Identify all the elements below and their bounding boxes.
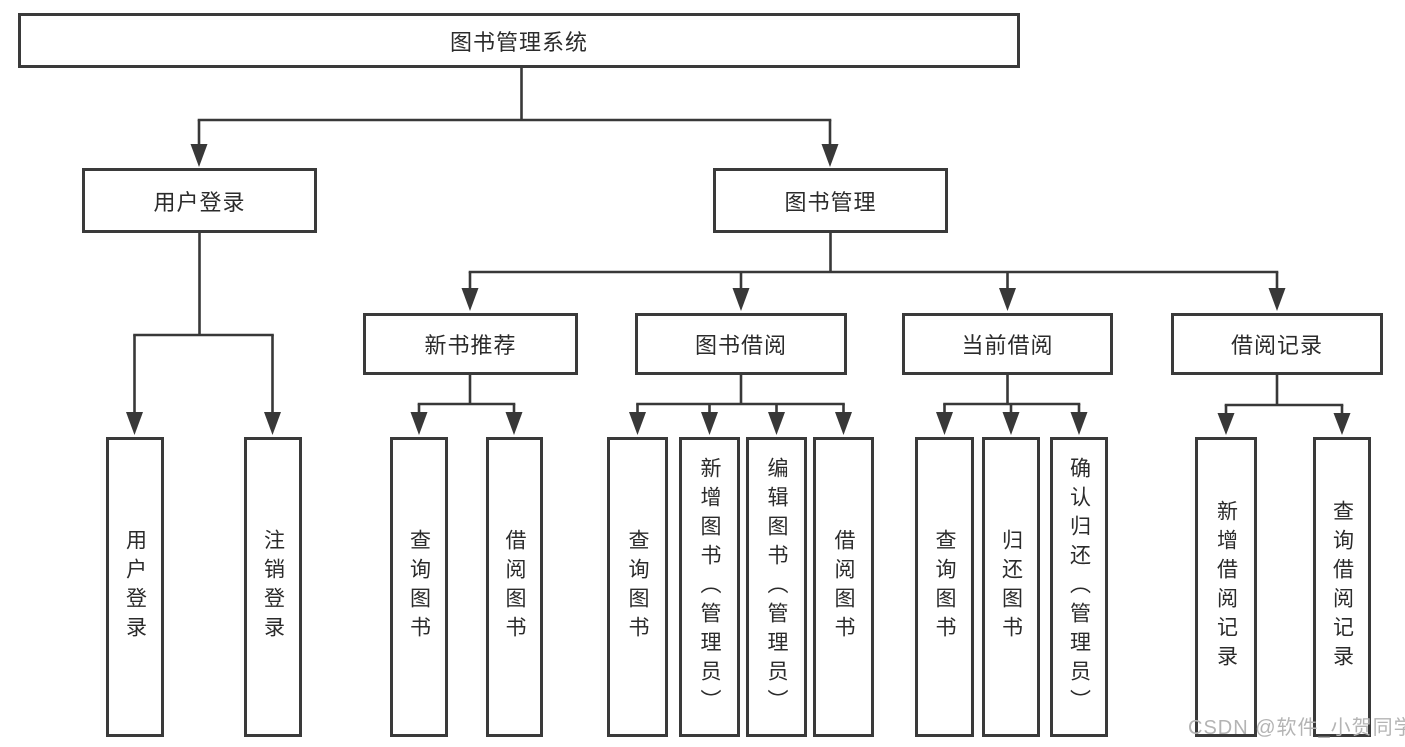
node-label: 确认归还（管理员） <box>1067 456 1091 718</box>
connector-root-to-level2 <box>190 66 839 167</box>
node-label: 新书推荐 <box>424 333 517 358</box>
node-label: 图书管理 <box>784 189 877 215</box>
node-borrowing-record: 借阅记录 <box>1171 313 1383 375</box>
leaf-edit-books-admin: 编辑图书（管理员） <box>746 437 807 737</box>
leaf-logout: 注销登录 <box>244 437 302 737</box>
node-label: 新增借阅记录 <box>1214 500 1238 674</box>
node-label: 用户登录 <box>153 189 246 215</box>
node-library-management-system: 图书管理系统 <box>18 13 1020 68</box>
node-user-login: 用户登录 <box>82 168 317 233</box>
connector-current-children <box>936 374 1088 435</box>
leaf-borrow-books: 借阅图书 <box>813 437 874 737</box>
node-label: 用户登录 <box>123 529 147 645</box>
leaf-add-books-admin: 新增图书（管理员） <box>679 437 740 737</box>
node-label: 归还图书 <box>999 529 1023 645</box>
connector-newbook-children <box>410 374 523 435</box>
node-label: 当前借阅 <box>961 333 1054 358</box>
node-label: 图书借阅 <box>694 333 787 358</box>
node-label: 借阅记录 <box>1230 333 1323 358</box>
leaf-query-books: 查询图书 <box>390 437 448 737</box>
node-book-management: 图书管理 <box>713 168 948 233</box>
connector-borrow-children <box>629 374 852 435</box>
leaf-query-borrow-record: 查询借阅记录 <box>1313 437 1371 737</box>
leaf-user-login: 用户登录 <box>106 437 164 737</box>
csdn-watermark: CSDN @软件_小贺同学 <box>1188 717 1405 739</box>
node-book-borrowing: 图书借阅 <box>635 313 847 375</box>
node-label: 图书管理系统 <box>449 29 588 55</box>
leaf-confirm-return-admin: 确认归还（管理员） <box>1050 437 1108 737</box>
leaf-add-borrow-record: 新增借阅记录 <box>1195 437 1257 737</box>
node-label: 借阅图书 <box>503 529 526 645</box>
leaf-return-books: 归还图书 <box>982 437 1040 737</box>
connector-book-mgmt-children <box>461 231 1286 311</box>
node-label: 新增图书（管理员） <box>698 456 721 718</box>
connector-record-children <box>1217 374 1351 435</box>
leaf-query-books: 查询图书 <box>607 437 668 737</box>
connector-user-login-children <box>126 231 281 435</box>
node-label: 编辑图书（管理员） <box>765 456 788 718</box>
node-label: 查询图书 <box>407 529 431 645</box>
leaf-query-books: 查询图书 <box>915 437 974 737</box>
node-label: 查询图书 <box>933 529 956 645</box>
node-label: 借阅图书 <box>832 529 855 645</box>
node-label: 查询借阅记录 <box>1330 500 1354 674</box>
node-label: 查询图书 <box>626 529 649 645</box>
leaf-borrow-books: 借阅图书 <box>486 437 543 737</box>
node-current-borrowing: 当前借阅 <box>902 313 1113 375</box>
node-label: 注销登录 <box>261 529 285 645</box>
node-new-book-recommend: 新书推荐 <box>363 313 578 375</box>
